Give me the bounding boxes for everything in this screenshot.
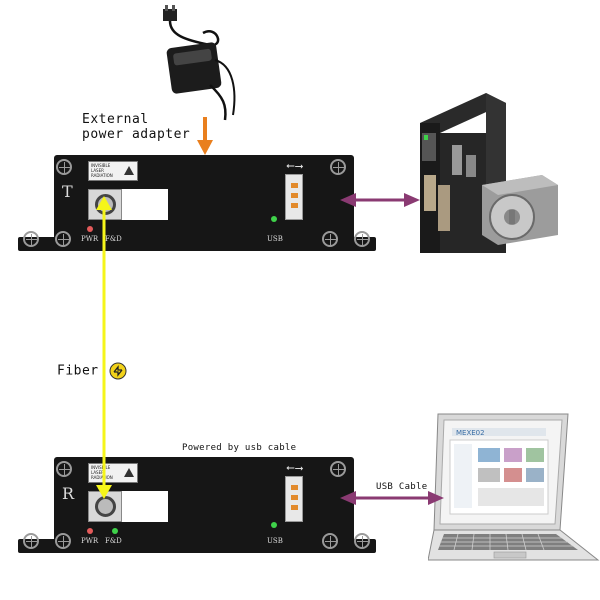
laser-warning-icon	[124, 468, 134, 477]
laser-warning-label: INVISIBLE LASER RADIATION	[88, 161, 138, 181]
usb-icon: ⭠⭢	[286, 461, 304, 474]
usb-cable-label: USB Cable	[376, 482, 428, 492]
fiber-port[interactable]	[88, 189, 122, 220]
usb-port[interactable]	[285, 174, 303, 220]
usb-led-label: USB	[267, 235, 283, 243]
screw-icon	[56, 159, 72, 175]
laser-warning-icon	[124, 166, 134, 175]
fd-led-label: F&D	[105, 235, 122, 243]
usb-led	[271, 522, 277, 528]
laser-warning-label: INVISIBLE LASER RADIATION	[88, 463, 138, 483]
blank-panel	[122, 491, 168, 522]
fd-led	[112, 528, 118, 534]
pwr-led-label: PWR	[81, 235, 99, 243]
screw-icon	[322, 231, 338, 247]
transmitter-unit: T INVISIBLE LASER RADIATION ⭠⭢ PWR F&D U…	[18, 155, 376, 253]
usb-led	[271, 216, 277, 222]
powered-by-usb-label: Powered by usb cable	[182, 443, 297, 453]
power-arrowhead	[197, 140, 213, 155]
fiber-port[interactable]	[88, 491, 122, 522]
screw-icon	[55, 533, 71, 549]
pwr-led	[87, 528, 93, 534]
screw-icon	[23, 533, 39, 549]
external-power-adapter-label: External power adapter	[82, 112, 191, 142]
screw-icon	[55, 231, 71, 247]
screw-icon	[354, 533, 370, 549]
power-adapter-image	[163, 5, 236, 121]
fd-led-label: F&D	[105, 537, 122, 545]
screw-icon	[23, 231, 39, 247]
fiber-label: Fiber	[57, 362, 127, 380]
screw-icon	[330, 461, 346, 477]
pwr-led	[87, 226, 93, 232]
screw-icon	[330, 159, 346, 175]
receiver-unit: R INVISIBLE LASER RADIATION ⭠⭢ PWR F&D U…	[18, 457, 376, 555]
usb-icon: ⭠⭢	[286, 159, 304, 172]
laptop-screen-title: MEXE02	[456, 429, 485, 437]
usb-port[interactable]	[285, 476, 303, 522]
servo-driver-and-motor-image	[420, 93, 558, 253]
unit-letter: R	[62, 484, 75, 503]
fiber-link-icon	[109, 362, 127, 380]
unit-letter: T	[62, 182, 73, 201]
usb-led-label: USB	[267, 537, 283, 545]
laptop-image: MEXE02	[428, 413, 600, 561]
screw-icon	[56, 461, 72, 477]
pwr-led-label: PWR	[81, 537, 99, 545]
screw-icon	[354, 231, 370, 247]
screw-icon	[322, 533, 338, 549]
blank-panel	[122, 189, 168, 220]
